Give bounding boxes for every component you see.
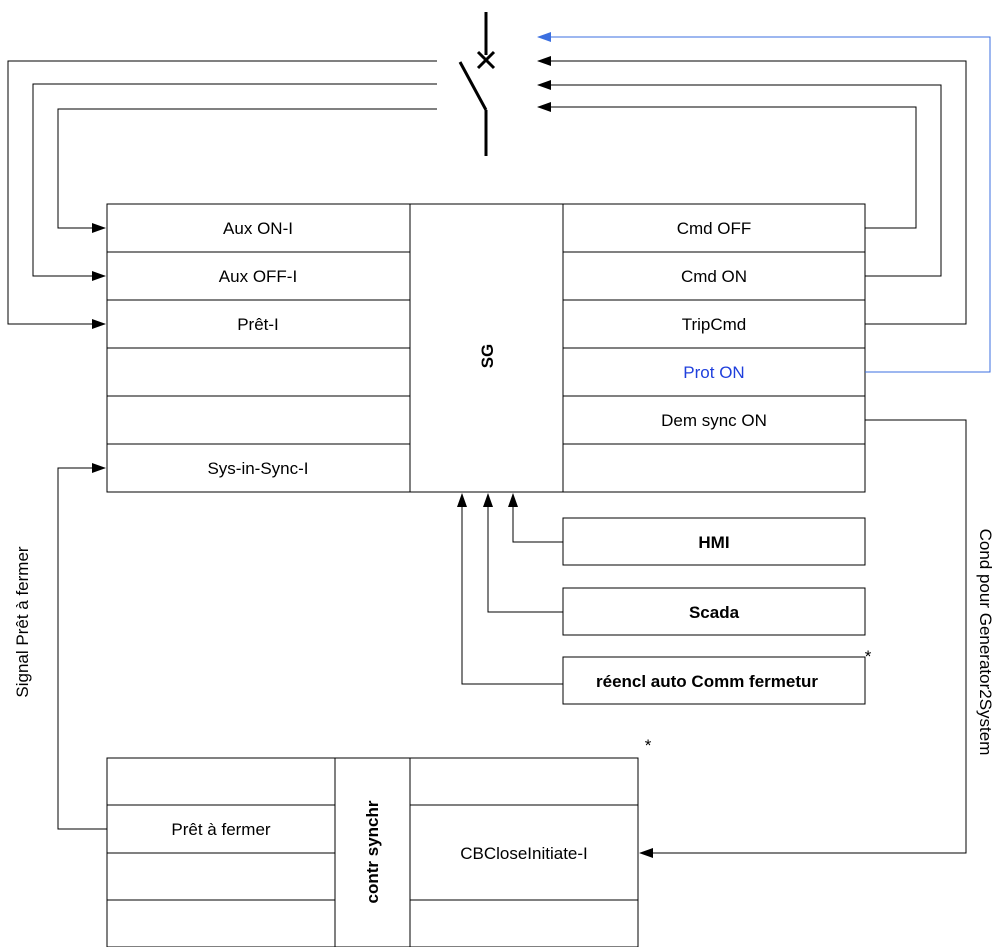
prot-on-line bbox=[537, 32, 991, 373]
synchro-block bbox=[106, 757, 639, 947]
sg-output-cmd-off: Cmd OFF bbox=[677, 219, 752, 238]
sg-output-cmd-on: Cmd ON bbox=[681, 267, 747, 286]
sg-input-aux-on: Aux ON-I bbox=[223, 219, 293, 238]
pret-fermer-line bbox=[57, 463, 107, 830]
aux-feedback-lines bbox=[7, 60, 437, 329]
side-label-cond-generator: Cond pour Generator2System bbox=[976, 529, 995, 756]
source-scada-label: Scada bbox=[689, 603, 740, 622]
circuit-breaker-symbol bbox=[458, 12, 496, 156]
sg-title: SG bbox=[478, 344, 497, 369]
sg-output-prot-on: Prot ON bbox=[683, 363, 744, 382]
source-reencl-label: réencl auto Comm fermetur bbox=[596, 672, 818, 691]
sg-input-aux-off: Aux OFF-I bbox=[219, 267, 297, 286]
synchro-title: contr synchr bbox=[363, 800, 382, 903]
synchro-pret-label: Prêt à fermer bbox=[171, 820, 271, 839]
source-reencl-note: * bbox=[865, 647, 872, 666]
sg-input-pret: Prêt-I bbox=[237, 315, 279, 334]
synchro-note: * bbox=[645, 736, 652, 755]
source-lines bbox=[457, 493, 563, 685]
command-lines bbox=[537, 56, 967, 325]
side-label-signal-pret: Signal Prêt à fermer bbox=[13, 546, 32, 698]
dem-sync-line bbox=[639, 419, 967, 858]
synchro-cbcloseinitiate-label: CBCloseInitiate-I bbox=[460, 844, 588, 863]
sg-output-dem-sync-on: Dem sync ON bbox=[661, 411, 767, 430]
sg-input-sys-in-sync: Sys-in-Sync-I bbox=[207, 459, 308, 478]
source-hmi-label: HMI bbox=[698, 533, 729, 552]
sg-output-tripcmd: TripCmd bbox=[682, 315, 747, 334]
sg-block bbox=[106, 203, 866, 493]
